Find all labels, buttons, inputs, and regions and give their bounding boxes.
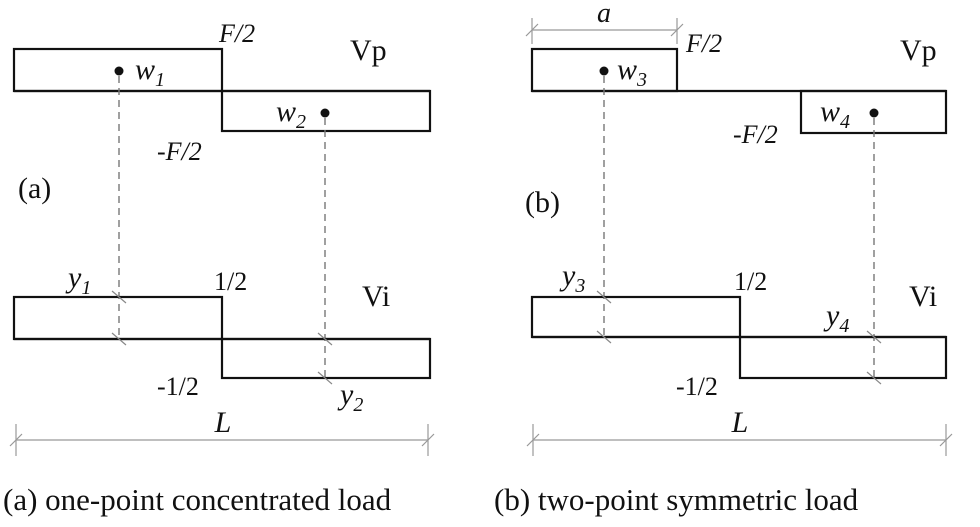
panel-b-w4-label: w4 [820, 95, 850, 133]
panel-b-y4-tick-bottom [866, 371, 882, 385]
panel-b-unit-pos-label: 1/2 [734, 267, 767, 296]
panel-b-length-label: L [731, 406, 749, 439]
panel-b-y3-tick-top [596, 290, 612, 304]
panel-a-vp-negative-block [220, 89, 432, 133]
panel-b-w3-point [599, 66, 609, 76]
panel-b-a-dimension: a [525, 0, 684, 44]
panel-a-unit-pos-label: 1/2 [214, 267, 247, 296]
panel-a-caption: (a) one-point concentrated load [3, 482, 392, 517]
panel-b-vi-negative-block [738, 335, 948, 380]
panel-a-vi-positive-block [12, 295, 224, 341]
panel-b-caption: (b) two-point symmetric load [494, 482, 859, 517]
panel-b-shear-neg-label: -F/2 [733, 120, 778, 149]
panel-a-y1-tick-bottom [111, 332, 127, 346]
panel-a-vp-positive-block [12, 47, 224, 93]
panel-b-w3-label: w3 [617, 53, 647, 91]
panel-a-vi-label: Vi [362, 280, 390, 313]
panel-a-y2-tick-bottom [317, 371, 333, 385]
panel-b-length-dimension: L [526, 406, 953, 456]
panel-b: a w3 w4 F/2 -F/2 Vp (b) y3 [494, 0, 953, 517]
panel-b-w4-point [869, 108, 879, 118]
panel-b-vp-label: Vp [900, 34, 937, 67]
panel-a-length-dimension: L [9, 406, 435, 456]
panel-a: w1 w2 F/2 -F/2 Vp (a) y1 y2 1/2 -1/2 Vi [3, 19, 435, 517]
panel-a-unit-neg-label: -1/2 [157, 372, 199, 401]
panel-a-y2-tick-top [317, 332, 333, 346]
panel-b-a-label: a [597, 0, 611, 29]
panel-b-shear-pos-label: F/2 [685, 29, 722, 58]
panel-b-vi-label: Vi [909, 280, 937, 313]
panel-a-w2-point [320, 108, 330, 118]
panel-b-tag: (b) [525, 186, 560, 219]
panel-a-tag: (a) [18, 172, 51, 205]
panel-a-length-label: L [214, 406, 232, 439]
panel-a-vp-label: Vp [350, 34, 387, 67]
panel-a-y2-label: y2 [337, 378, 363, 416]
panel-a-w2-label: w2 [276, 95, 306, 133]
panel-a-w1-point [114, 66, 124, 76]
panel-b-y3-tick-bottom [596, 330, 612, 344]
panel-a-shear-neg-label: -F/2 [157, 137, 202, 166]
panel-a-vp-diagram: w1 w2 F/2 -F/2 Vp [12, 19, 432, 166]
panel-b-y3-label: y3 [559, 259, 585, 297]
panel-a-y1-label: y1 [65, 261, 91, 299]
panel-b-unit-neg-label: -1/2 [676, 372, 718, 401]
panel-b-vi-positive-block [530, 295, 742, 339]
panel-a-w1-label: w1 [135, 53, 165, 91]
panel-a-vi-diagram: y1 y2 1/2 -1/2 Vi [12, 261, 432, 416]
panel-a-vi-negative-block [220, 337, 432, 380]
panel-b-vi-diagram: y3 y4 1/2 -1/2 Vi [530, 259, 948, 401]
panel-b-vp-diagram: w3 w4 F/2 -F/2 Vp [530, 29, 948, 149]
panel-b-y4-label: y4 [823, 299, 849, 337]
panel-b-y4-tick-top [866, 330, 882, 344]
panel-a-y1-tick-top [111, 290, 127, 304]
panel-a-shear-pos-label: F/2 [218, 19, 255, 48]
